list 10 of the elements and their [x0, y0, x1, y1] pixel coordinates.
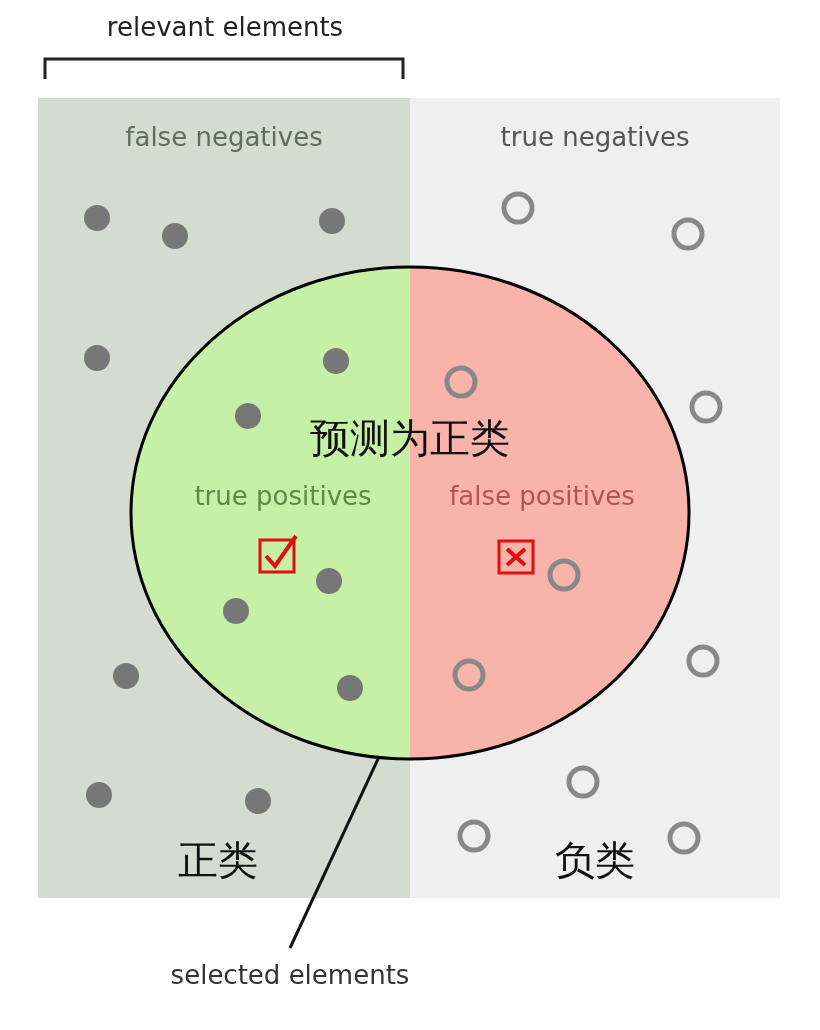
ellipse-title: 预测为正类 [310, 414, 510, 463]
bracket-label: relevant elements [106, 12, 344, 42]
caption-text: selected elements [170, 960, 410, 990]
panel-heading: true negatives [500, 122, 690, 152]
panel-heading: false negatives [125, 122, 323, 152]
region-heading: false positives [449, 481, 635, 511]
class-label: 正类 [178, 836, 258, 885]
class-label: 负类 [555, 836, 635, 885]
leader-line [288, 757, 380, 949]
region-heading: true positives [194, 481, 372, 511]
